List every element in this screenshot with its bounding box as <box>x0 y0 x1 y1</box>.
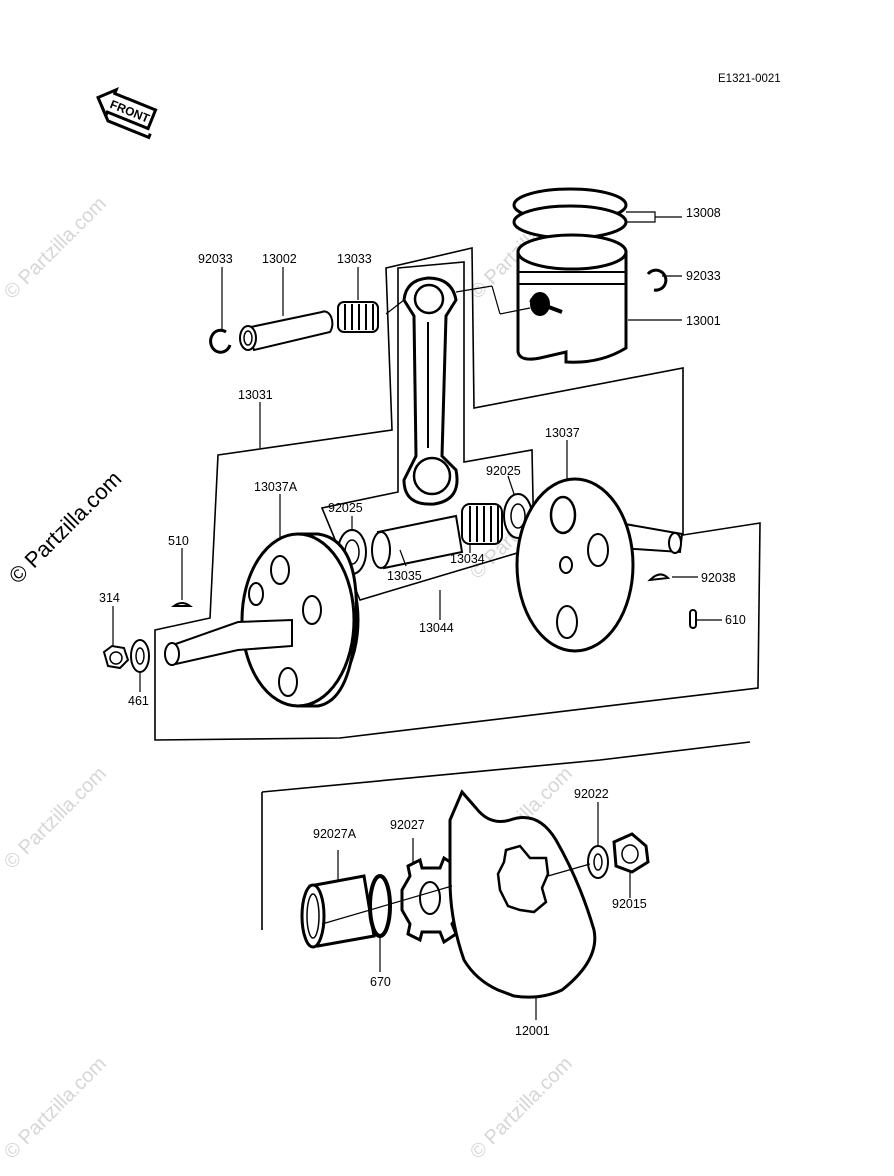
connecting-rod <box>402 276 459 506</box>
part-number-label: 92038 <box>701 571 736 585</box>
watermark-text: © Partzilla.com <box>0 193 111 304</box>
part-number-label: 13033 <box>337 252 372 266</box>
output-washer <box>587 845 609 879</box>
woodruff-key-92038 <box>647 573 671 582</box>
part-number-label: 610 <box>725 613 746 627</box>
part-number-label: 13044 <box>419 621 454 635</box>
part-number-label: 92033 <box>198 252 233 266</box>
diagram-ref-code: E1321-0021 <box>718 73 781 85</box>
part-number-label: 92033 <box>686 269 721 283</box>
piston-rings <box>512 187 628 240</box>
part-number-label: 92025 <box>328 501 363 515</box>
piston-pin-clip-left <box>209 328 232 354</box>
output-plate <box>448 789 597 999</box>
piston-pin-clip-right <box>646 268 668 292</box>
watermark-text: © Partzilla.com <box>0 1053 111 1164</box>
part-number-label: 92027 <box>390 818 425 832</box>
part-number-label: 461 <box>128 694 149 708</box>
part-number-label: 92015 <box>612 897 647 911</box>
part-number-label: 510 <box>168 534 189 548</box>
part-number-label: 13031 <box>238 388 273 402</box>
output-group-outline <box>261 741 751 930</box>
part-number-label: 13037A <box>254 480 298 494</box>
woodruff-key-510 <box>170 602 194 607</box>
right-flywheel <box>515 477 684 653</box>
small-end-bearing <box>337 301 379 333</box>
leader-lines <box>112 211 722 1020</box>
piston-pin <box>239 310 334 352</box>
part-number-label: 13002 <box>262 252 297 266</box>
watermark-text: © Partzilla.com <box>0 763 111 874</box>
front-arrow-icon: FRONT <box>96 86 158 140</box>
part-number-label: 13037 <box>545 426 580 440</box>
collar <box>300 874 376 949</box>
part-number-label: 13001 <box>686 314 721 328</box>
part-number-label: 12001 <box>515 1024 550 1038</box>
piston <box>516 233 628 364</box>
crankshaft-assembly-outline <box>154 246 761 741</box>
part-number-label: 670 <box>370 975 391 989</box>
big-end-bearing <box>461 503 503 545</box>
part-labels: 13008 92033 13002 13033 92033 13001 13031 13037… <box>99 206 746 1038</box>
part-number-label: 92027A <box>313 827 357 841</box>
watermark-text: © Partzilla.com <box>466 1053 577 1164</box>
left-flywheel <box>164 532 360 708</box>
dowel-pin-610 <box>689 609 697 629</box>
o-ring <box>368 874 392 938</box>
part-number-label: 13035 <box>387 569 422 583</box>
output-nut <box>612 832 650 874</box>
sprocket <box>400 855 464 945</box>
part-number-label: 13008 <box>686 206 721 220</box>
watermark-text: © Partzilla.com <box>4 466 127 589</box>
part-number-label: 92025 <box>486 464 521 478</box>
part-number-label: 314 <box>99 591 120 605</box>
part-number-label: 92022 <box>574 787 609 801</box>
part-number-label: 13034 <box>450 552 485 566</box>
crankshaft-nut <box>102 644 130 670</box>
crank-pin <box>371 514 464 570</box>
crankshaft-washer <box>130 639 150 673</box>
